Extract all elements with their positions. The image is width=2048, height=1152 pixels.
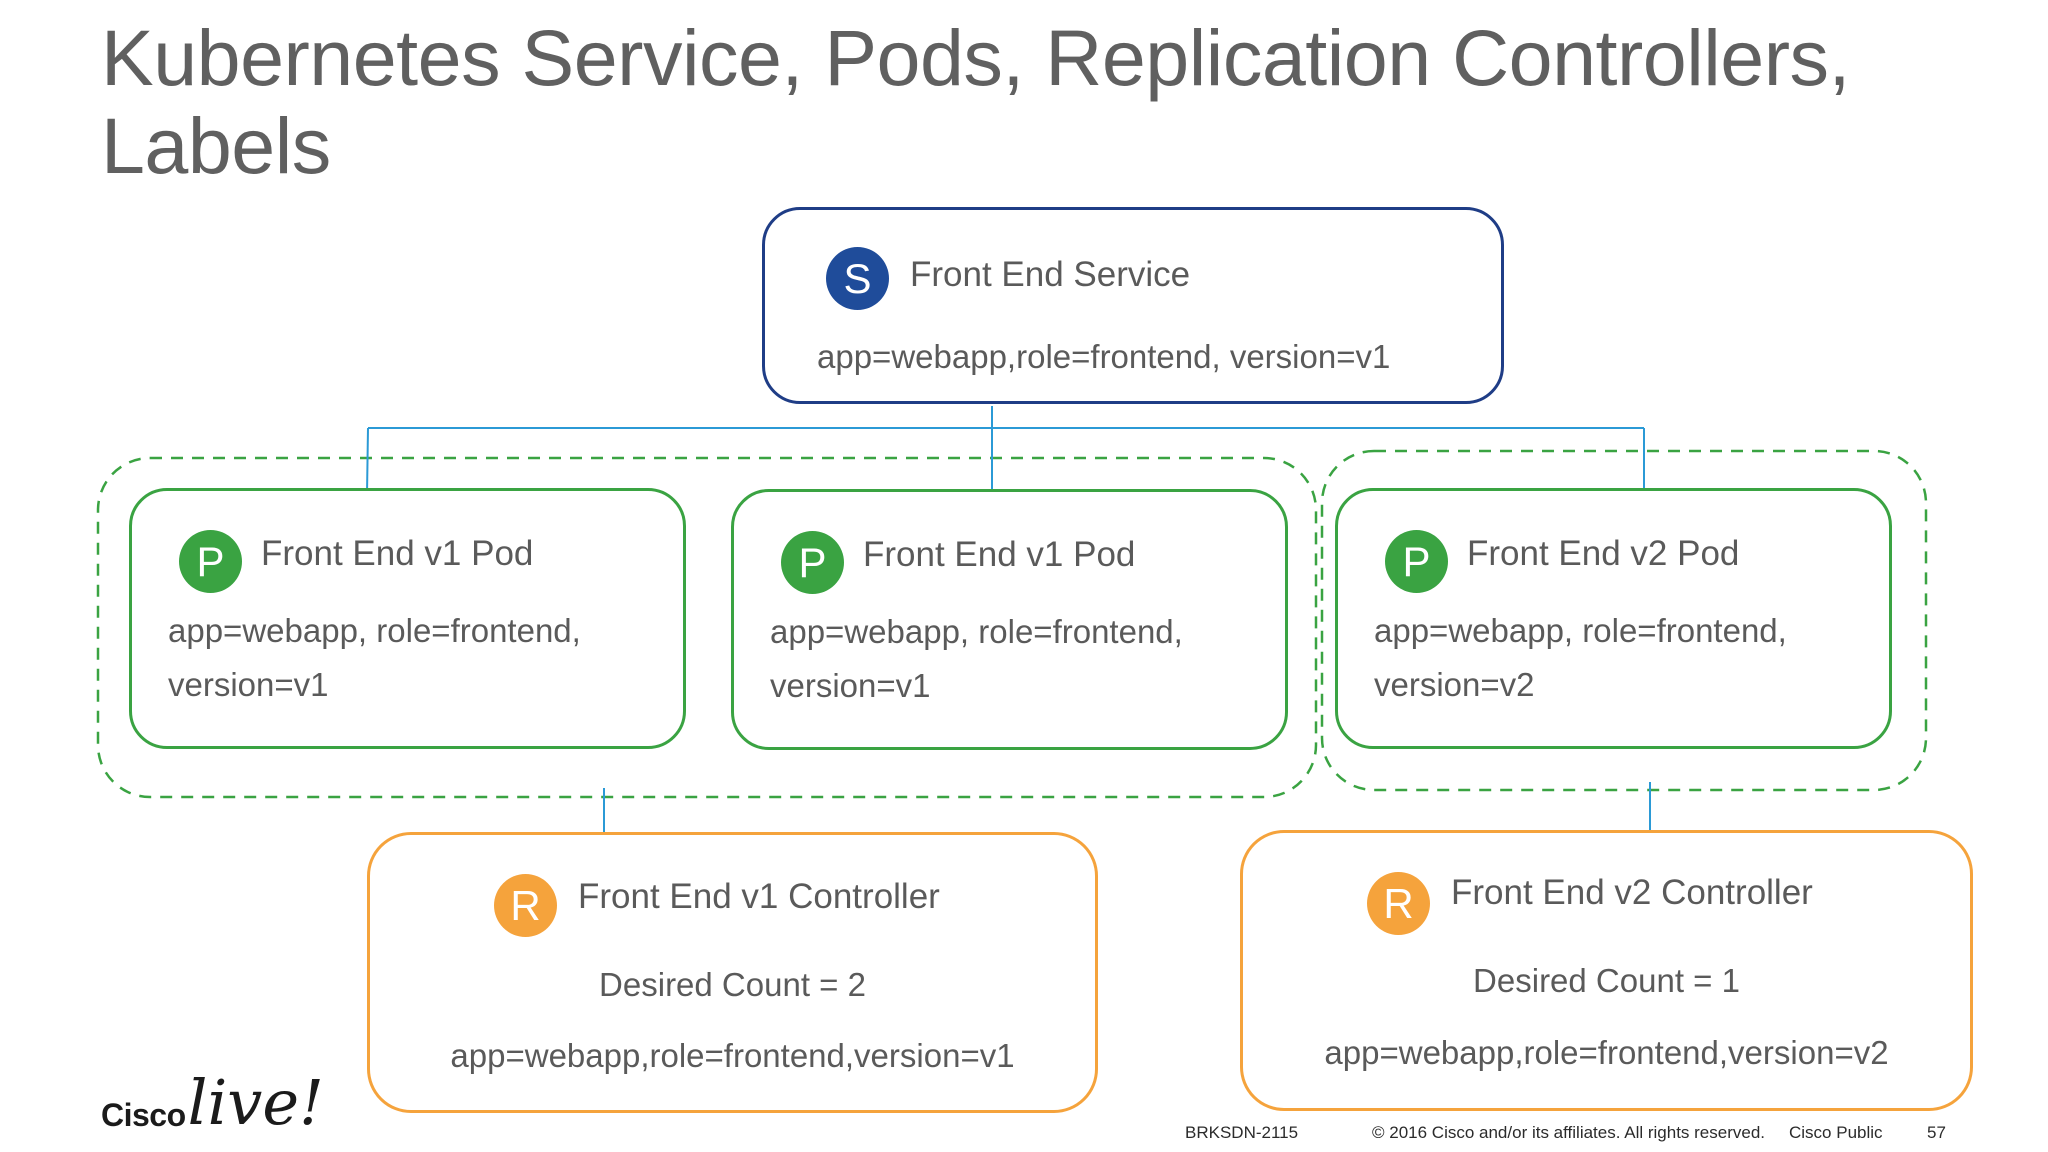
- footer-page-number: 57: [1927, 1123, 1946, 1142]
- pod-labels-line-1: app=webapp, role=frontend,: [168, 612, 581, 649]
- pod-labels-line-1: app=webapp, role=frontend,: [770, 613, 1183, 650]
- footer-classification: Cisco Public: [1789, 1123, 1883, 1142]
- front-end-v2-controller-box: R Front End v2 Controller Desired Count …: [1240, 830, 1973, 1111]
- pod-labels-line-2: version=v1: [770, 667, 931, 704]
- pod-icon: P: [179, 530, 242, 593]
- pod-icon: P: [1385, 530, 1448, 593]
- cisco-live-logo: Ciscolive!: [101, 1072, 324, 1142]
- footer-copyright: © 2016 Cisco and/or its affiliates. All …: [1372, 1123, 1766, 1142]
- v2-pod-group: [1320, 449, 1928, 792]
- service-to-pod-1: [366, 427, 369, 495]
- controller-desired-count: Desired Count = 1: [1473, 962, 1740, 999]
- service-labels: app=webapp,role=frontend, version=v1: [817, 338, 1391, 375]
- pod-labels-line-1: app=webapp, role=frontend,: [1374, 612, 1787, 649]
- service-icon: S: [826, 247, 889, 310]
- controller-labels: app=webapp,role=frontend,version=v1: [450, 1037, 1015, 1074]
- front-end-service-box: S Front End Service app=webapp,role=fron…: [762, 207, 1504, 404]
- pod-labels-line-2: version=v1: [168, 666, 329, 703]
- controller-title: Front End v1 Controller: [578, 877, 940, 916]
- footer-session-id: BRKSDN-2115: [1185, 1123, 1299, 1142]
- pod-title: Front End v1 Pod: [863, 535, 1136, 574]
- v1-pod-group: [96, 456, 1318, 799]
- pod-box-1: P Front End v1 Pod app=webapp, role=fron…: [129, 488, 686, 749]
- slide-title: Kubernetes Service, Pods, Replication Co…: [101, 13, 1851, 190]
- logo-cisco-text: Cisco: [101, 1097, 186, 1133]
- controller-desired-count: Desired Count = 2: [599, 966, 866, 1003]
- controller-title: Front End v2 Controller: [1451, 873, 1813, 912]
- controller-labels: app=webapp,role=frontend,version=v2: [1324, 1034, 1889, 1071]
- pod-labels-line-2: version=v2: [1374, 666, 1535, 703]
- pod-title: Front End v2 Pod: [1467, 534, 1740, 573]
- logo-live-text: live!: [187, 1066, 324, 1139]
- pod-box-2: P Front End v1 Pod app=webapp, role=fron…: [731, 489, 1288, 750]
- service-title: Front End Service: [910, 255, 1191, 294]
- front-end-v1-controller-box: R Front End v1 Controller Desired Count …: [367, 832, 1098, 1113]
- pod-title: Front End v1 Pod: [261, 534, 534, 573]
- controller-icon: R: [1367, 872, 1430, 935]
- pod-box-3: P Front End v2 Pod app=webapp, role=fron…: [1335, 488, 1892, 749]
- pod-icon: P: [781, 531, 844, 594]
- controller-icon: R: [494, 874, 557, 937]
